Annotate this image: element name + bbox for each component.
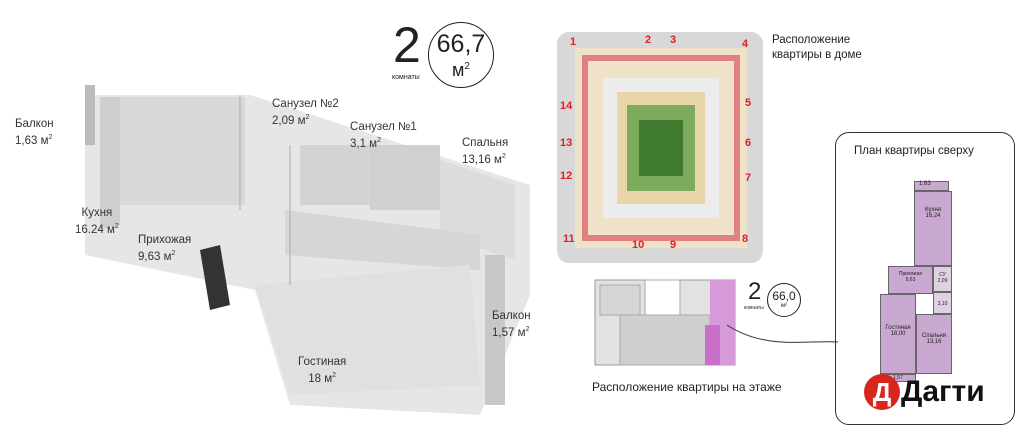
area-unit-sup: 2 <box>464 61 470 72</box>
area-unit: м <box>452 60 465 80</box>
section-number: 1 <box>570 36 577 48</box>
floor-area-unit: м² <box>780 303 788 309</box>
floor-area-circle: 66,0 м² <box>767 283 801 317</box>
section-number: 2 <box>645 34 652 46</box>
section-number: 11 <box>563 233 575 245</box>
rooms-count: 2 <box>393 17 421 73</box>
section-number: 9 <box>670 239 677 251</box>
section-number: 5 <box>745 97 752 109</box>
apartment-3d-plan <box>85 85 530 415</box>
section-number: 14 <box>560 100 573 112</box>
floor-rooms-count: 2 <box>748 278 762 305</box>
house-site-plan <box>557 32 763 263</box>
section-number: 4 <box>742 38 749 50</box>
section-number: 13 <box>560 137 573 149</box>
top-plan-title: План квартиры сверху <box>854 145 974 157</box>
floor-caption: Расположение квартиры на этаже <box>592 380 782 394</box>
plan-room-bathroom-1: 3,10 <box>933 292 952 314</box>
floor-rooms-label: комнаты <box>744 305 764 311</box>
section-number: 6 <box>745 137 752 149</box>
logo-text: Дагти <box>901 375 985 408</box>
section-number: 8 <box>742 233 749 245</box>
connector-line <box>726 324 839 343</box>
section-number: 3 <box>670 34 677 46</box>
section-number: 12 <box>560 170 573 182</box>
section-number: 10 <box>632 239 645 251</box>
logo-icon: Д <box>864 374 900 410</box>
balcony-area: 1,63 <box>919 181 931 187</box>
logo: Д Дагти <box>864 374 985 410</box>
area-circle: 66,7 м2 <box>428 22 494 88</box>
rooms-label: комнаты <box>392 74 420 81</box>
total-area: 66,7 <box>436 30 486 58</box>
section-number: 7 <box>745 172 752 184</box>
floor-area: 66,0 <box>772 289 796 303</box>
house-caption: Расположение квартиры в доме <box>772 34 862 61</box>
floor-plan <box>594 279 736 366</box>
